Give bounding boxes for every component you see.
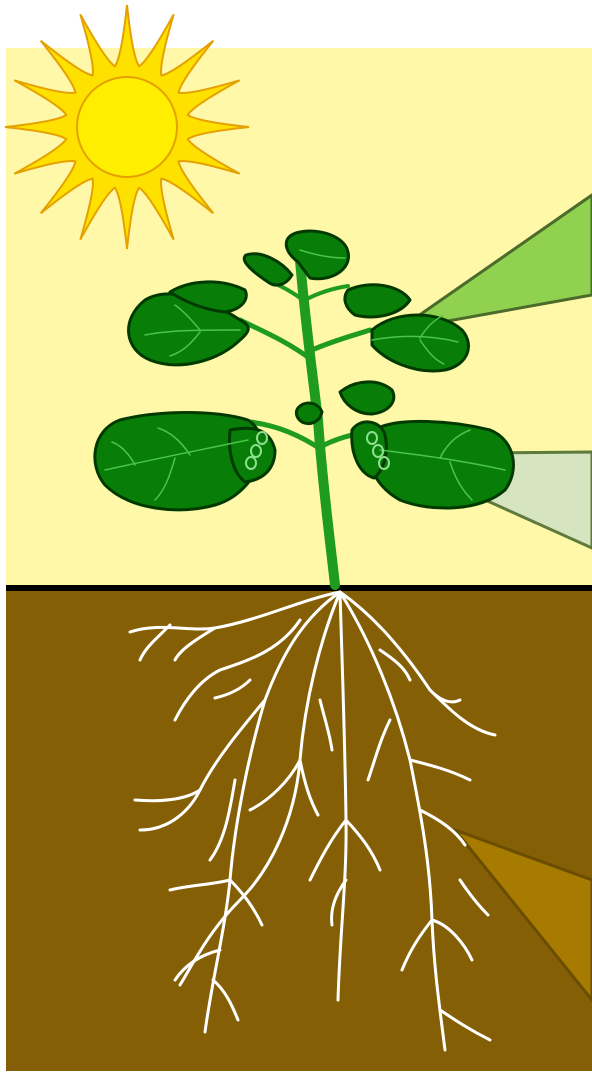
sun-disc (77, 77, 177, 177)
leaf-low-right (369, 421, 514, 508)
leaf-center (296, 403, 322, 423)
sun-icon (5, 5, 249, 249)
soil-background (6, 588, 592, 1071)
